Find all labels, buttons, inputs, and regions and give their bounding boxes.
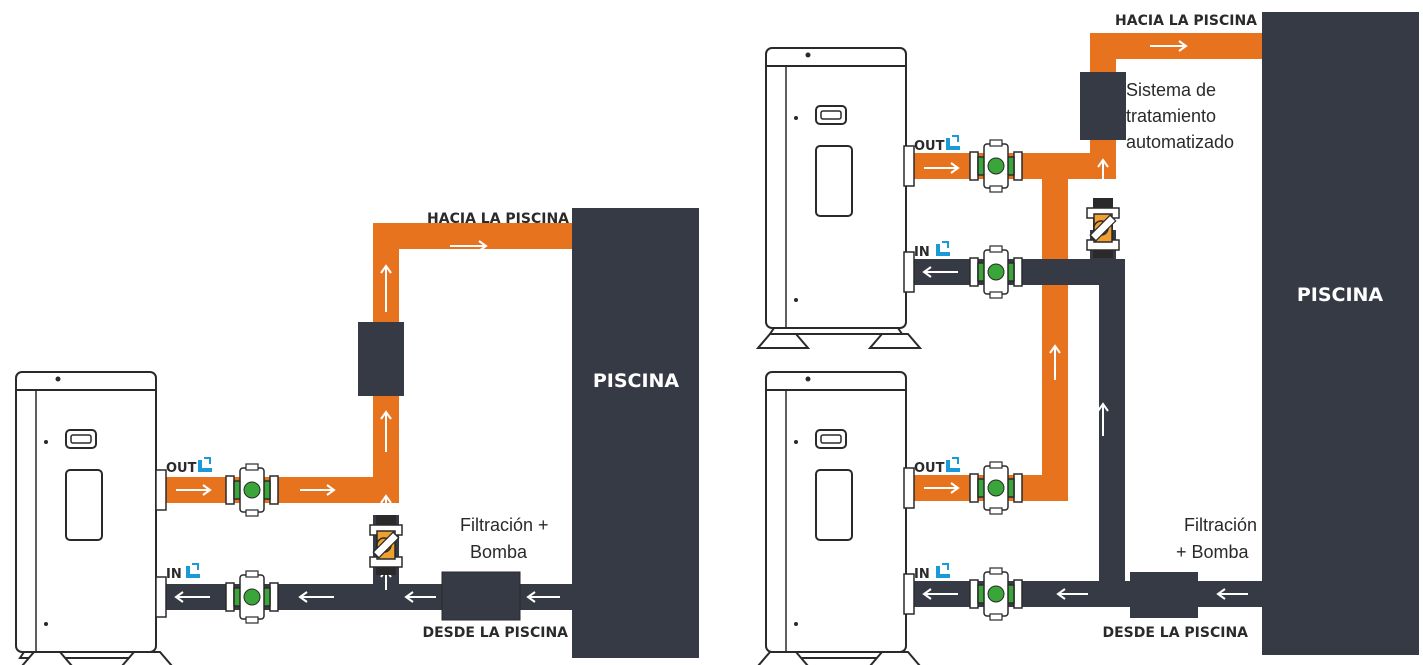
treatment-label-3: automatizado <box>1126 132 1234 152</box>
inlet-outlet-icon <box>197 457 213 473</box>
out-label-right-bottom: OUT <box>914 461 945 476</box>
valve-icon <box>969 139 1023 193</box>
flow-arrow-icon <box>176 240 488 518</box>
valve-icon <box>969 245 1023 299</box>
out-label-right-top: OUT <box>914 139 945 154</box>
filter-pump-left <box>441 571 521 621</box>
heat-pump-icon <box>765 371 907 659</box>
right-diagram: PISCINA <box>757 12 1419 665</box>
in-label-right-top: IN <box>914 245 930 260</box>
filter-pump-right <box>1130 572 1198 618</box>
pool-right <box>1262 12 1419 655</box>
valve-icon <box>225 570 279 624</box>
pool-label-left: PISCINA <box>593 370 680 392</box>
inlet-outlet-icon <box>945 457 961 473</box>
inlet-outlet-icon <box>945 135 961 151</box>
inlet-outlet-icon <box>935 563 951 579</box>
treatment-label-1: Sistema de <box>1126 80 1216 100</box>
pool-left <box>572 208 699 658</box>
heat-pump-icon <box>765 47 907 335</box>
valve-icon <box>969 461 1023 515</box>
heat-pump-icon <box>15 371 157 659</box>
inlet-outlet-icon <box>935 241 951 257</box>
valve-icon <box>969 567 1023 621</box>
flow-arrow-icon <box>924 40 1188 494</box>
valve-icon <box>225 463 279 517</box>
bypass-valve-icon <box>1086 197 1120 259</box>
filter-label-right-1: Filtración <box>1184 515 1257 535</box>
filter-label-right-2: + Bomba <box>1176 542 1250 562</box>
from-pool-label-right: DESDE LA PISCINA <box>1102 625 1248 641</box>
filter-label-left-2: Bomba <box>470 542 528 562</box>
flow-arrow-icon <box>922 266 1248 600</box>
left-diagram: PISCINA <box>15 208 699 665</box>
treatment-box-right <box>1080 72 1126 140</box>
in-label-left: IN <box>166 567 182 582</box>
treatment-box-left <box>358 322 404 396</box>
treatment-label-2: tratamiento <box>1126 106 1216 126</box>
from-pool-label-left: DESDE LA PISCINA <box>422 625 568 641</box>
filter-label-left-1: Filtración + <box>460 515 549 535</box>
to-pool-label-right: HACIA LA PISCINA <box>1115 13 1257 29</box>
to-pool-label-left: HACIA LA PISCINA <box>427 211 569 227</box>
pool-label-right: PISCINA <box>1297 284 1384 306</box>
out-label-left: OUT <box>166 461 197 476</box>
in-label-right-bottom: IN <box>914 567 930 582</box>
inlet-outlet-icon <box>185 563 201 579</box>
